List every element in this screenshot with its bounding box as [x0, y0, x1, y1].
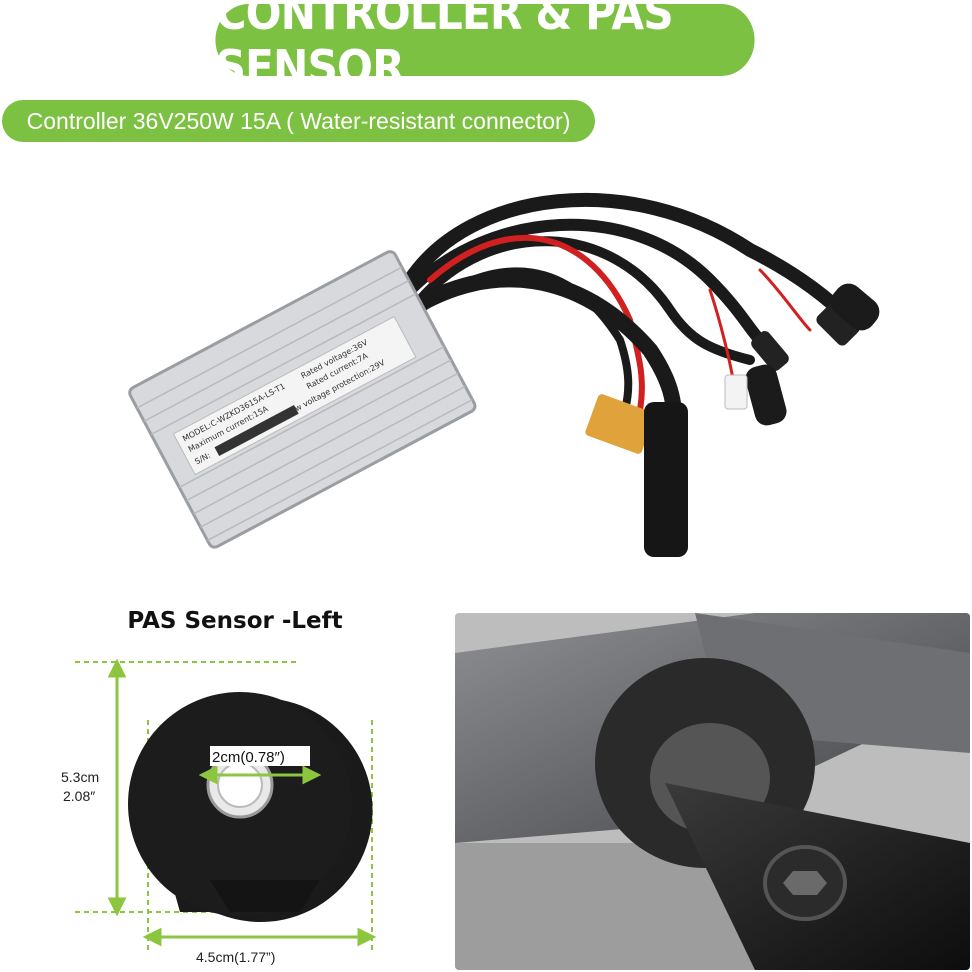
height-in-label: 2.08″	[63, 788, 96, 804]
height-cm-label: 5.3cm	[61, 769, 100, 785]
width-label: 4.5cm(1.77”)	[196, 949, 276, 965]
pas-sensor-title: PAS Sensor -Left	[127, 608, 343, 634]
title-banner: CONTROLLER & PAS SENSOR	[215, 0, 755, 94]
subtitle-banner: Controller 36V250W 15A ( Water-resistant…	[2, 100, 595, 142]
installed-sensor-photo	[455, 613, 970, 970]
pas-sensor-diagram: 2cm(0.78″)	[75, 658, 377, 950]
barcode-icon	[214, 404, 299, 457]
title-text: CONTROLLER & PAS SENSOR	[215, 0, 673, 94]
subtitle-text: Controller 36V250W 15A ( Water-resistant…	[26, 107, 571, 134]
inner-diameter-label: 2cm(0.78″)	[212, 749, 285, 766]
controller-image: MODEL:C-WZKD3615A-LS-T1 Maximum current:…	[128, 192, 880, 557]
